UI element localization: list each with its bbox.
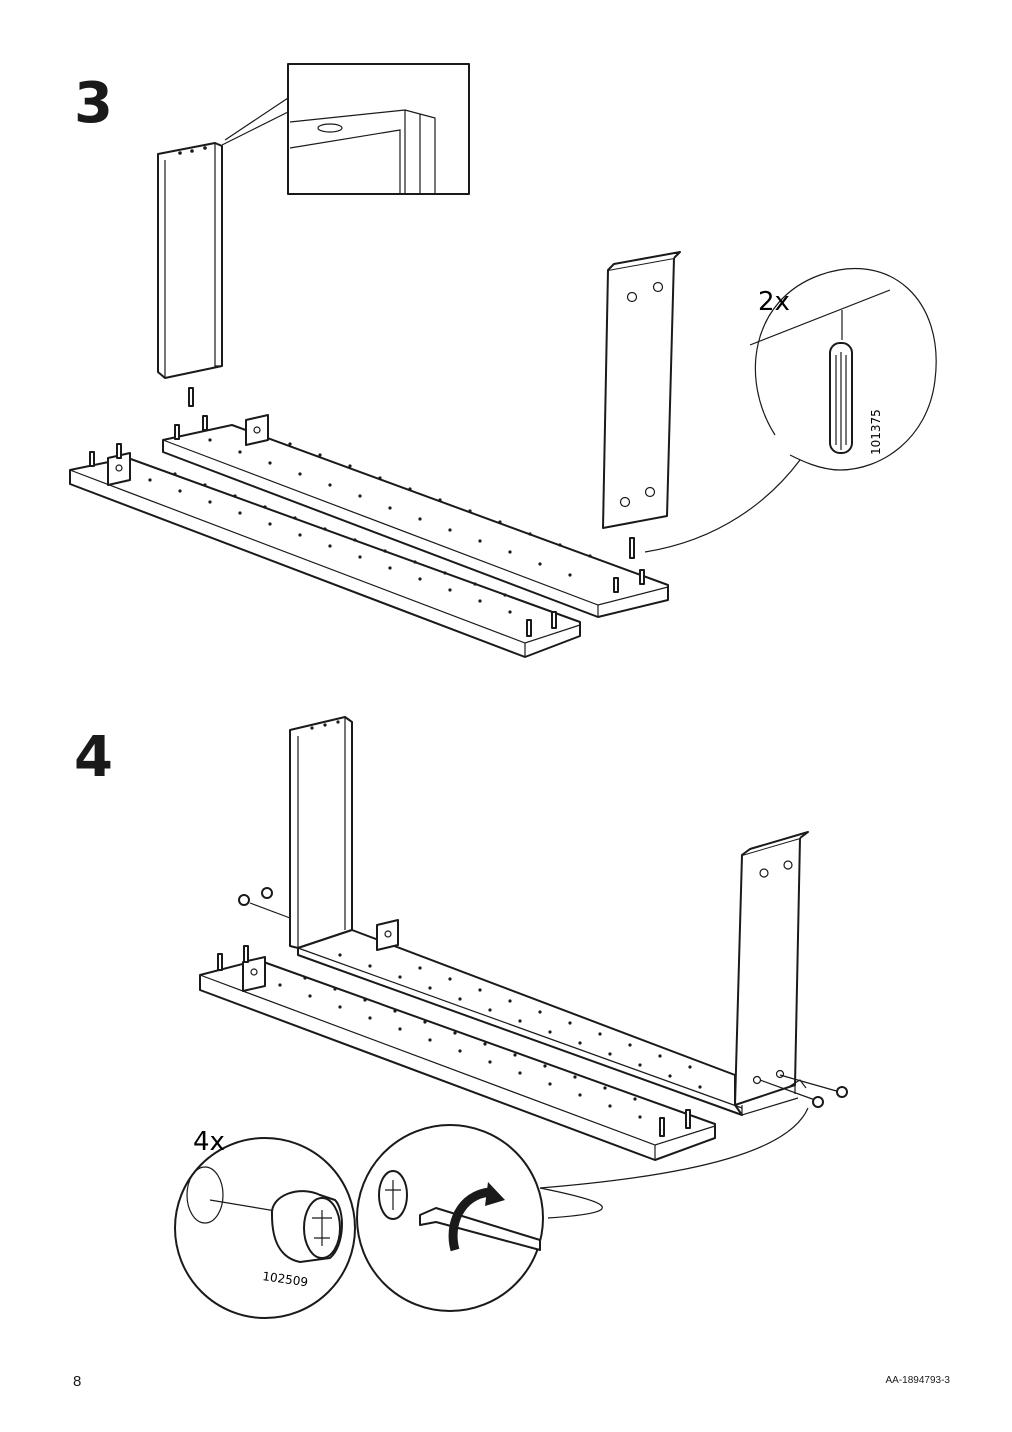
cam-locks-right <box>759 1074 848 1108</box>
wooden-dowel-icon <box>829 342 853 454</box>
dowel-part-number: 101375 <box>869 409 883 455</box>
side-panel-left <box>157 142 223 407</box>
cam-lock-quantity: 4x <box>193 1127 225 1157</box>
detail-inset-box <box>221 63 470 195</box>
bottom-board-front-step4 <box>199 945 716 1161</box>
dowel-callout <box>644 267 937 553</box>
page-number: 8 <box>73 1373 82 1390</box>
side-panel-right <box>602 251 681 559</box>
cam-locks-left <box>238 887 291 919</box>
cam-lock-part-number: 102509 <box>262 1269 309 1289</box>
bottom-board-front <box>69 443 581 658</box>
side-panel-right-assembled <box>734 831 809 1116</box>
step-4-number: 4 <box>74 725 113 790</box>
cam-lock-face-icon <box>378 1170 408 1220</box>
document-code: AA-1894793-3 <box>885 1375 951 1386</box>
side-panel-left-assembled <box>289 716 353 949</box>
tightening-callout <box>356 1124 544 1312</box>
rotate-clockwise-arrow-icon <box>448 1182 505 1252</box>
dowel-quantity: 2x <box>758 287 790 317</box>
screwdriver-icon <box>419 1207 541 1251</box>
bottom-board-back <box>162 414 669 618</box>
cam-lock-icon <box>270 1190 343 1263</box>
bottom-board-back-assembled <box>297 919 743 1116</box>
cam-lock-callout <box>174 1137 356 1319</box>
step-4-illustration <box>174 716 848 1319</box>
step-3-illustration <box>69 63 937 658</box>
step-3-number: 3 <box>74 71 113 136</box>
